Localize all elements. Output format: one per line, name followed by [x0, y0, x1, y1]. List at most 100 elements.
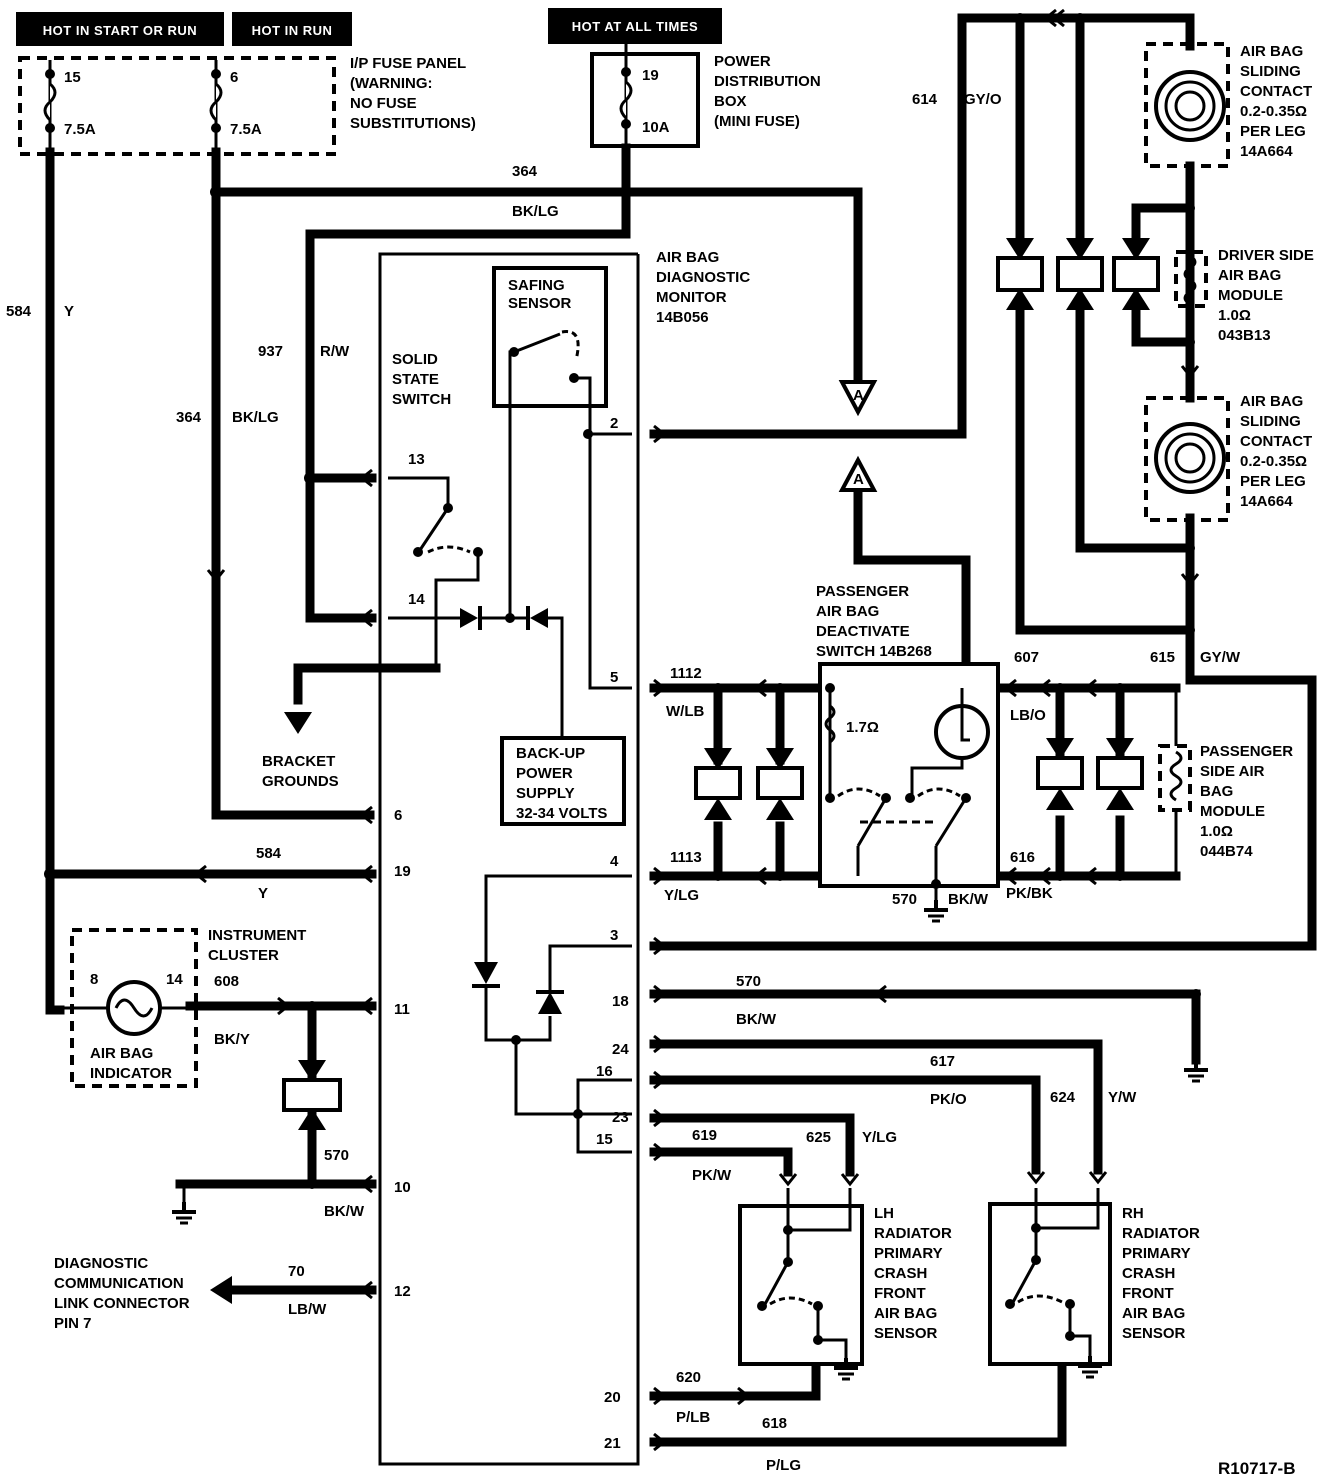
driver-module-label: MODULE [1218, 287, 1283, 304]
passenger-switch-label: DEACTIVATE [816, 623, 910, 640]
figure-id: R10717-B [1218, 1459, 1296, 1478]
circuit-607: 607 [1014, 649, 1039, 666]
lh-sensor-label: AIR BAG [874, 1305, 937, 1322]
header-hot-at-all-times: HOT AT ALL TIMES [548, 8, 722, 44]
rh-sensor-label: FRONT [1122, 1285, 1174, 1302]
diode-icon [538, 992, 562, 1014]
pin-11: 11 [394, 1001, 410, 1018]
junction-dots [44, 186, 316, 880]
pin-12: 12 [394, 1283, 411, 1300]
circuit-y-lg: Y/LG [664, 887, 699, 904]
ground-icon [1182, 1058, 1210, 1083]
circuit-937: 937 [258, 343, 283, 360]
fuse-icon [209, 82, 223, 122]
dlc-label: COMMUNICATION [54, 1275, 184, 1292]
sliding-contact-bottom-label: SLIDING [1240, 413, 1301, 430]
bracket-grounds: BRACKET GROUNDS [262, 712, 339, 790]
lh-sensor-label: SENSOR [874, 1325, 938, 1342]
pin-24: 24 [612, 1041, 629, 1058]
circuit-p-lb: P/LB [676, 1409, 710, 1426]
circuit-614: 614 [912, 91, 938, 108]
circuit-gy-w: GY/W [1200, 649, 1241, 666]
lh-sensor-label: RADIATOR [874, 1225, 952, 1242]
driver-side-components: AIR BAG SLIDING CONTACT 0.2-0.35Ω PER LE… [996, 13, 1314, 635]
backup-power-label: SUPPLY [516, 785, 575, 802]
pin-16: 16 [596, 1063, 613, 1080]
solid-state-switch-label: STATE [392, 371, 439, 388]
passenger-switch-label: PASSENGER [816, 583, 909, 600]
pin-13: 13 [408, 451, 425, 468]
pin-14: 14 [408, 591, 425, 608]
circuit-619: 619 [692, 1127, 717, 1144]
pdb-title: (MINI FUSE) [714, 113, 800, 130]
resistor-icon [1169, 750, 1183, 802]
lh-sensor-label: PRIMARY [874, 1245, 943, 1262]
clockspring-icon [1154, 422, 1226, 494]
dlc-label: DIAGNOSTIC [54, 1255, 148, 1272]
circuit-584-mid: 584 [256, 845, 282, 862]
circuit-1113: 1113 [670, 849, 702, 866]
pin-4: 4 [610, 853, 619, 870]
passenger-module-label: SIDE AIR [1200, 763, 1265, 780]
dlc-label: PIN 7 [54, 1315, 92, 1332]
header-hot-in-run: HOT IN RUN [232, 12, 352, 46]
ground-icon [170, 1200, 198, 1225]
indicator-label: INDICATOR [90, 1065, 172, 1082]
backup-power-label: POWER [516, 765, 573, 782]
monitor-title: 14B056 [656, 309, 709, 326]
diode-icon [530, 608, 548, 628]
passenger-switch-label: AIR BAG [816, 603, 879, 620]
circuit-615: 615 [1150, 649, 1175, 666]
circuit-620: 620 [676, 1369, 701, 1386]
sliding-contact-bottom-label: CONTACT [1240, 433, 1312, 450]
sliding-contact-bottom-label: PER LEG [1240, 473, 1306, 490]
clockspring-icon [1154, 70, 1226, 142]
circuit-570-right: 570 [736, 973, 761, 990]
circuit-bk-lg-left: BK/LG [232, 409, 279, 426]
circuit-bk-w-right: BK/W [736, 1011, 777, 1028]
driver-module-label: 043B13 [1218, 327, 1271, 344]
rh-sensor-label: CRASH [1122, 1265, 1175, 1282]
passenger-module-label: MODULE [1200, 803, 1265, 820]
sliding-contact-top-label: PER LEG [1240, 123, 1306, 140]
resistor-icon [1183, 254, 1197, 306]
sliding-contact-top-label: SLIDING [1240, 63, 1301, 80]
diagnostic-link-connector: DIAGNOSTIC COMMUNICATION LINK CONNECTOR … [54, 1255, 232, 1332]
fuse1-number: 15 [64, 69, 81, 86]
indicator-pin-left: 8 [90, 971, 98, 988]
circuit-616: 616 [1010, 849, 1035, 866]
circuit-570-switch: 570 [892, 891, 917, 908]
circuit-p-lg: P/LG [766, 1457, 801, 1474]
rh-sensor-label: SENSOR [1122, 1325, 1186, 1342]
safing-sensor-label: SAFING [508, 277, 565, 294]
fuse-panel-title: SUBSTITUTIONS) [350, 115, 476, 132]
driver-module-label: AIR BAG [1218, 267, 1281, 284]
circuit-584-left: 584 [6, 303, 32, 320]
connector-a-top-label: A [853, 387, 864, 404]
resistor-icon [824, 704, 836, 744]
passenger-switch-label: SWITCH 14B268 [816, 643, 932, 660]
pdb-title: POWER [714, 53, 771, 70]
power-distribution-box: 19 10A POWER DISTRIBUTION BOX (MINI FUSE… [590, 44, 821, 148]
pin-6: 6 [394, 807, 402, 824]
connector-a-bottom-label: A [853, 471, 864, 488]
header-hot-in-run-text: HOT IN RUN [252, 23, 333, 38]
fuse-panel-title: NO FUSE [350, 95, 417, 112]
circuit-bk-w-switch: BK/W [948, 891, 989, 908]
instrument-cluster-label: INSTRUMENT [208, 927, 306, 944]
circuit-y-w: Y/W [1108, 1089, 1137, 1106]
diode-icon [474, 962, 498, 984]
circuit-y-left: Y [64, 303, 74, 320]
ip-fuse-panel: 15 7.5A 6 7.5A I/P FUSE PANEL (WARNING: … [18, 55, 476, 156]
fuse2-number: 6 [230, 69, 238, 86]
monitor-title: DIAGNOSTIC [656, 269, 750, 286]
circuit-570-cluster: 570 [324, 1147, 349, 1164]
header-hot-at-all-times-text: HOT AT ALL TIMES [572, 19, 698, 34]
pin-3: 3 [610, 927, 618, 944]
sliding-contact-bottom-label: 14A664 [1240, 493, 1293, 510]
diagnostic-monitor: AIR BAG DIAGNOSTIC MONITOR 14B056 SAFING… [378, 249, 750, 1466]
backup-power-supply: BACK-UP POWER SUPPLY 32-34 VOLTS [500, 736, 626, 826]
fuse1-rating: 7.5A [64, 121, 96, 138]
passenger-module-label: 1.0Ω [1200, 823, 1233, 840]
backup-power-label: BACK-UP [516, 745, 585, 762]
